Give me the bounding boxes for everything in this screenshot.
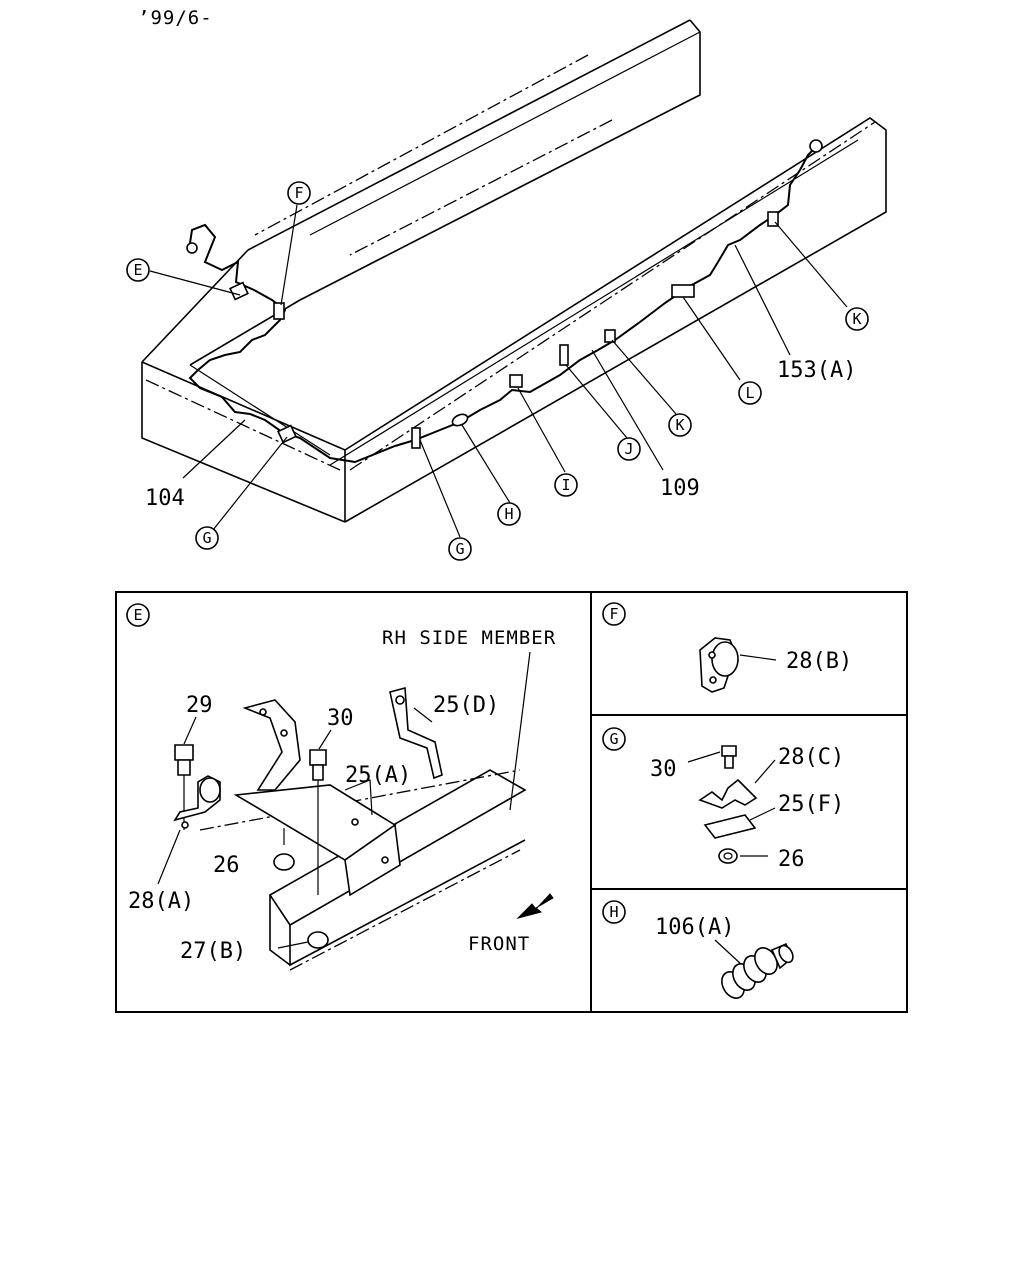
callout-g-left: G — [195, 526, 219, 550]
pipe-clips — [229, 211, 779, 449]
detail-f: F 28(B) — [602, 602, 852, 693]
svg-text:K: K — [852, 310, 861, 328]
svg-text:L: L — [745, 384, 754, 402]
svg-text:E: E — [133, 261, 142, 279]
part-label-30: 30 — [327, 706, 354, 731]
part-label-104: 104 — [145, 486, 185, 511]
part-label-g-26: 26 — [778, 847, 805, 872]
brake-pipe — [186, 139, 823, 464]
lh-side-member — [141, 19, 701, 366]
detail-g: G 30 28(C) 25(F) 26 — [602, 727, 844, 872]
svg-text:H: H — [504, 505, 513, 523]
part-label-25f: 25(F) — [778, 792, 844, 817]
part-label-28a: 28(A) — [128, 889, 194, 914]
part-label-109: 109 — [660, 476, 700, 501]
part-label-26: 26 — [213, 853, 240, 878]
part-label-g-30: 30 — [650, 757, 677, 782]
callout-f: F — [287, 181, 311, 205]
detail-e-callout: E — [133, 606, 142, 624]
callout-k-right: K — [845, 307, 869, 331]
detail-g-callout: G — [609, 730, 618, 748]
part-label-29: 29 — [186, 693, 213, 718]
front-label: FRONT — [468, 933, 530, 955]
detail-h: H 106(A) — [602, 900, 794, 999]
callout-i: I — [554, 473, 578, 497]
detail-f-callout: F — [609, 605, 618, 623]
part-label-27b: 27(B) — [180, 939, 246, 964]
svg-text:F: F — [294, 184, 303, 202]
callout-g-center: G — [448, 537, 472, 561]
svg-text:G: G — [202, 529, 211, 547]
svg-text:G: G — [455, 540, 464, 558]
detail-e: E RH SIDE MEMBER — [126, 603, 556, 971]
part-label-28c: 28(C) — [778, 745, 844, 770]
date-code: ’99/6- — [138, 7, 213, 29]
rh-side-member — [141, 117, 887, 523]
part-label-28b: 28(B) — [786, 649, 852, 674]
frame-overview: E F G G H I J K — [126, 19, 887, 561]
callout-k-center: K — [668, 413, 692, 437]
svg-text:I: I — [561, 476, 570, 494]
part-label-25a: 25(A) — [345, 763, 411, 788]
callout-e: E — [126, 258, 150, 282]
overview-leaders — [149, 204, 848, 538]
part-label-25d: 25(D) — [433, 693, 499, 718]
detail-frame — [115, 591, 908, 1013]
svg-text:K: K — [675, 416, 684, 434]
front-arrow-icon — [516, 893, 554, 919]
part-label-106a: 106(A) — [655, 915, 734, 940]
callout-j: J — [617, 437, 641, 461]
callout-h: H — [497, 502, 521, 526]
union-fitting-icon — [721, 942, 794, 999]
part-label-153a: 153(A) — [777, 358, 856, 383]
svg-text:J: J — [624, 440, 633, 458]
detail-h-callout: H — [609, 903, 618, 921]
callout-l: L — [738, 381, 762, 405]
rh-side-member-label: RH SIDE MEMBER — [382, 627, 556, 649]
